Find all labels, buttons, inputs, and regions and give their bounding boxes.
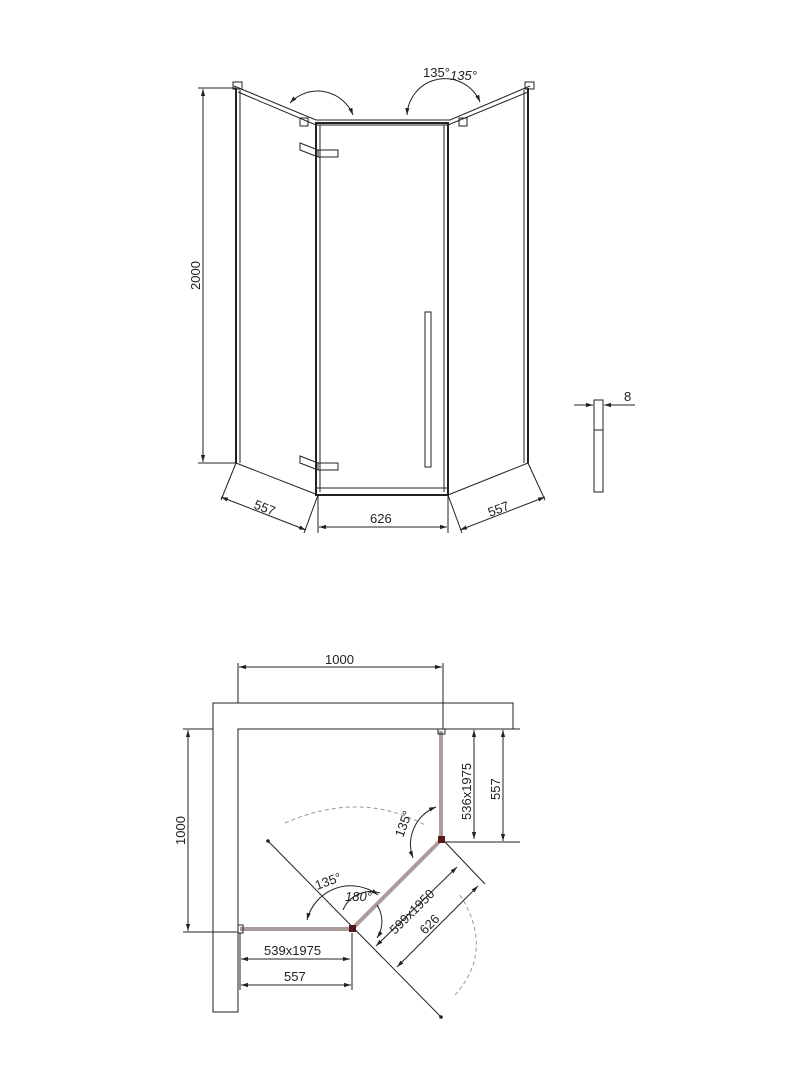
- right-panel: [447, 88, 529, 496]
- left-glass-label: 539x1975: [264, 943, 321, 958]
- walls: [212, 702, 514, 1013]
- left-panel: [235, 88, 319, 496]
- plan-view: 1000 1000 536x1975 557 539x1975 557 599x…: [173, 652, 520, 1019]
- left-width-plan-label: 557: [284, 969, 306, 984]
- door-handle: [424, 311, 432, 468]
- door-width-plan-label: 626: [417, 911, 443, 937]
- height-label: 2000: [188, 261, 203, 290]
- angle-lower-label: 135°: [313, 870, 343, 893]
- left-width-label: 557: [252, 497, 278, 519]
- glass-thickness-label: 8: [624, 389, 631, 404]
- top-rail: [232, 81, 535, 127]
- door-open-position: [267, 840, 442, 1018]
- door: [315, 122, 449, 496]
- plan-depth-label: 1000: [173, 816, 188, 845]
- front-view: 135° 135° 2000 557 626 557 8: [188, 65, 635, 534]
- hinge-top: [299, 142, 339, 158]
- hinge-bottom: [299, 455, 339, 471]
- door-swing-label: 180°: [345, 889, 372, 904]
- angle-right-label: 135°: [423, 65, 450, 80]
- plan-width-label: 1000: [325, 652, 354, 667]
- right-glass-label: 536x1975: [459, 763, 474, 820]
- right-width-plan-label: 557: [488, 778, 503, 800]
- angle-left-label: 135°: [450, 68, 477, 83]
- door-width-label: 626: [370, 511, 392, 526]
- right-width-label: 557: [486, 498, 512, 520]
- glass-thickness-detail: 8: [574, 389, 635, 493]
